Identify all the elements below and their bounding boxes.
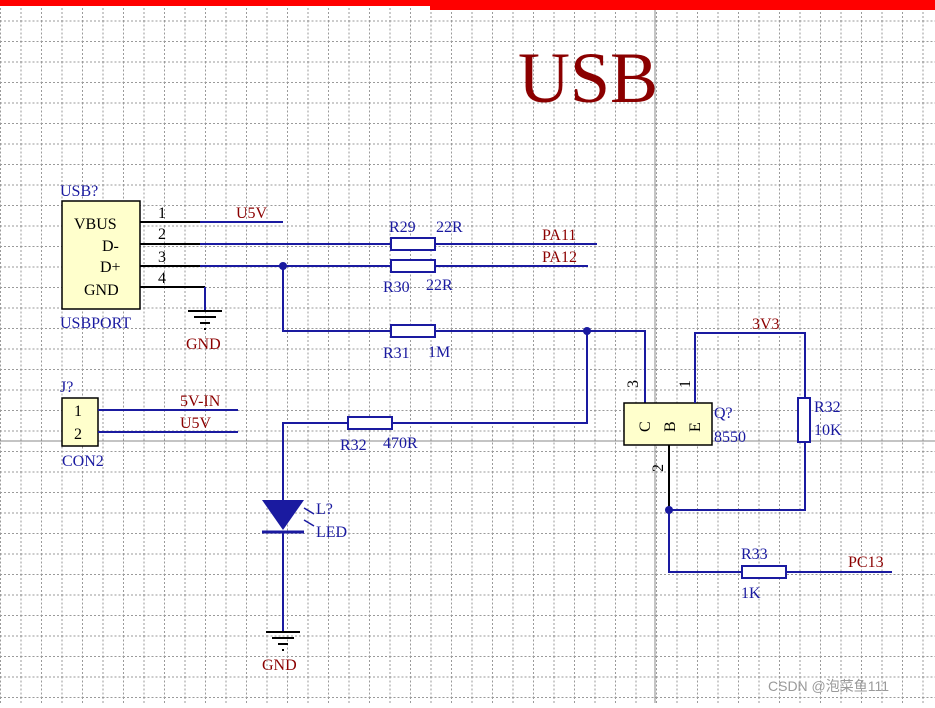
led-triangle bbox=[262, 500, 304, 530]
r32-led-value: 470R bbox=[383, 435, 418, 452]
gnd-label-usb: GND bbox=[186, 336, 221, 353]
resistor-r32-led bbox=[347, 416, 393, 430]
con2-designator: J? bbox=[60, 379, 73, 396]
usb-pin-name-gnd: GND bbox=[84, 282, 119, 299]
r33-designator: R33 bbox=[741, 546, 768, 563]
usb-comment: USBPORT bbox=[60, 315, 131, 332]
led-arrow-1 bbox=[303, 507, 315, 515]
usb-pin-num-2: 2 bbox=[158, 226, 166, 243]
wire-r32-to-led bbox=[282, 422, 348, 500]
r33-value: 1K bbox=[741, 585, 761, 602]
usb-pin-num-1: 1 bbox=[158, 205, 166, 222]
top-red-bar-right bbox=[430, 6, 935, 10]
net-label-u5v-top: U5V bbox=[236, 205, 268, 222]
transistor-pin-c: C bbox=[637, 421, 654, 432]
wire-to-r31 bbox=[282, 266, 390, 332]
con2-body bbox=[61, 397, 99, 447]
transistor-value: 8550 bbox=[714, 429, 746, 446]
con2-comment: CON2 bbox=[62, 453, 104, 470]
wire-base-to-r33 bbox=[668, 510, 742, 573]
r29-value: 22R bbox=[436, 219, 463, 236]
resistor-r33 bbox=[741, 565, 787, 579]
usb-pin-name-vbus: VBUS bbox=[74, 216, 117, 233]
led-arrow-2 bbox=[303, 519, 315, 527]
wire-r31-to-collector bbox=[435, 330, 646, 403]
net-label-5v-in: 5V-IN bbox=[180, 393, 221, 410]
r31-designator: R31 bbox=[383, 345, 410, 362]
wire-to-r32-led bbox=[393, 331, 588, 424]
net-label-3v3: 3V3 bbox=[752, 316, 780, 333]
r32-led-designator: R32 bbox=[340, 437, 367, 454]
r31-value: 1M bbox=[428, 344, 450, 361]
net-label-u5v-con: U5V bbox=[180, 415, 212, 432]
con2-pin-2: 2 bbox=[74, 426, 82, 443]
resistor-r32-bias bbox=[797, 397, 811, 443]
r30-value: 22R bbox=[426, 277, 453, 294]
wire-3v3 bbox=[694, 332, 806, 403]
r32-bias-value: 10K bbox=[814, 422, 842, 439]
transistor-pin-e: E bbox=[687, 422, 704, 432]
usb-designator: USB? bbox=[60, 183, 98, 200]
resistor-r31 bbox=[390, 324, 436, 338]
gnd-label-led: GND bbox=[262, 657, 297, 674]
resistor-r29 bbox=[390, 237, 436, 251]
con2-pin-1: 1 bbox=[74, 403, 82, 420]
net-label-pc13: PC13 bbox=[848, 554, 884, 571]
usb-pin-name-dplus: D+ bbox=[100, 259, 121, 276]
watermark: CSDN @泡菜鱼111 bbox=[768, 678, 889, 694]
r30-designator: R30 bbox=[383, 279, 410, 296]
resistor-r30 bbox=[390, 259, 436, 273]
transistor-pin-b: B bbox=[662, 421, 679, 432]
usb-pin-name-dminus: D- bbox=[102, 238, 119, 255]
transistor-designator: Q? bbox=[714, 405, 733, 422]
transistor-pin-num-e: 1 bbox=[677, 380, 694, 388]
r32-bias-designator: R32 bbox=[814, 399, 841, 416]
wire-r32-bias-to-base bbox=[669, 442, 806, 511]
led-value: LED bbox=[316, 524, 347, 541]
r29-designator: R29 bbox=[389, 219, 416, 236]
transistor-pin-num-b: 2 bbox=[650, 464, 667, 472]
usb-pin-num-3: 3 bbox=[158, 249, 166, 266]
usb-connector-body bbox=[61, 200, 141, 310]
led-designator: L? bbox=[316, 501, 333, 518]
net-label-pa11: PA11 bbox=[542, 227, 576, 244]
transistor-pin-num-c: 3 bbox=[625, 380, 642, 388]
schematic-title: USB bbox=[518, 38, 658, 118]
usb-pin-num-4: 4 bbox=[158, 270, 166, 287]
net-label-pa12: PA12 bbox=[542, 249, 577, 266]
transistor-body bbox=[623, 402, 713, 446]
top-red-bar bbox=[0, 0, 935, 6]
